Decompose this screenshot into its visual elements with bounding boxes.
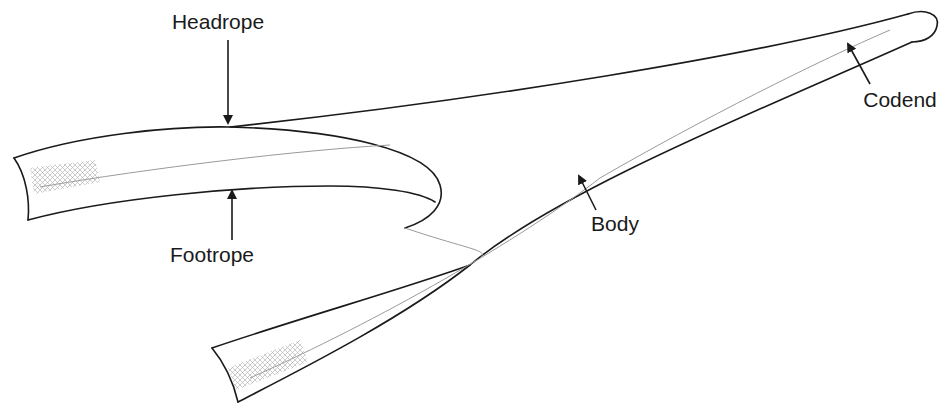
leader-arrow — [579, 176, 596, 210]
leader-arrow — [227, 40, 229, 123]
part-label: Headrope — [172, 10, 264, 34]
leader-arrow — [848, 44, 870, 84]
part-label: Footrope — [170, 243, 254, 267]
body-seam — [250, 30, 890, 378]
mesh-hatch — [228, 340, 308, 390]
lower-wing-top — [212, 265, 470, 348]
body-lower-edge — [238, 42, 912, 402]
upper-mouth — [14, 158, 28, 220]
mesh-hatch — [30, 160, 100, 194]
part-label: Codend — [863, 88, 937, 112]
codend-end — [908, 12, 937, 42]
hidden-fold-line — [405, 228, 482, 258]
upper-wing-top — [14, 127, 441, 228]
leader-arrow — [231, 191, 233, 240]
headrope-line — [230, 14, 908, 127]
part-label: Body — [591, 212, 639, 236]
